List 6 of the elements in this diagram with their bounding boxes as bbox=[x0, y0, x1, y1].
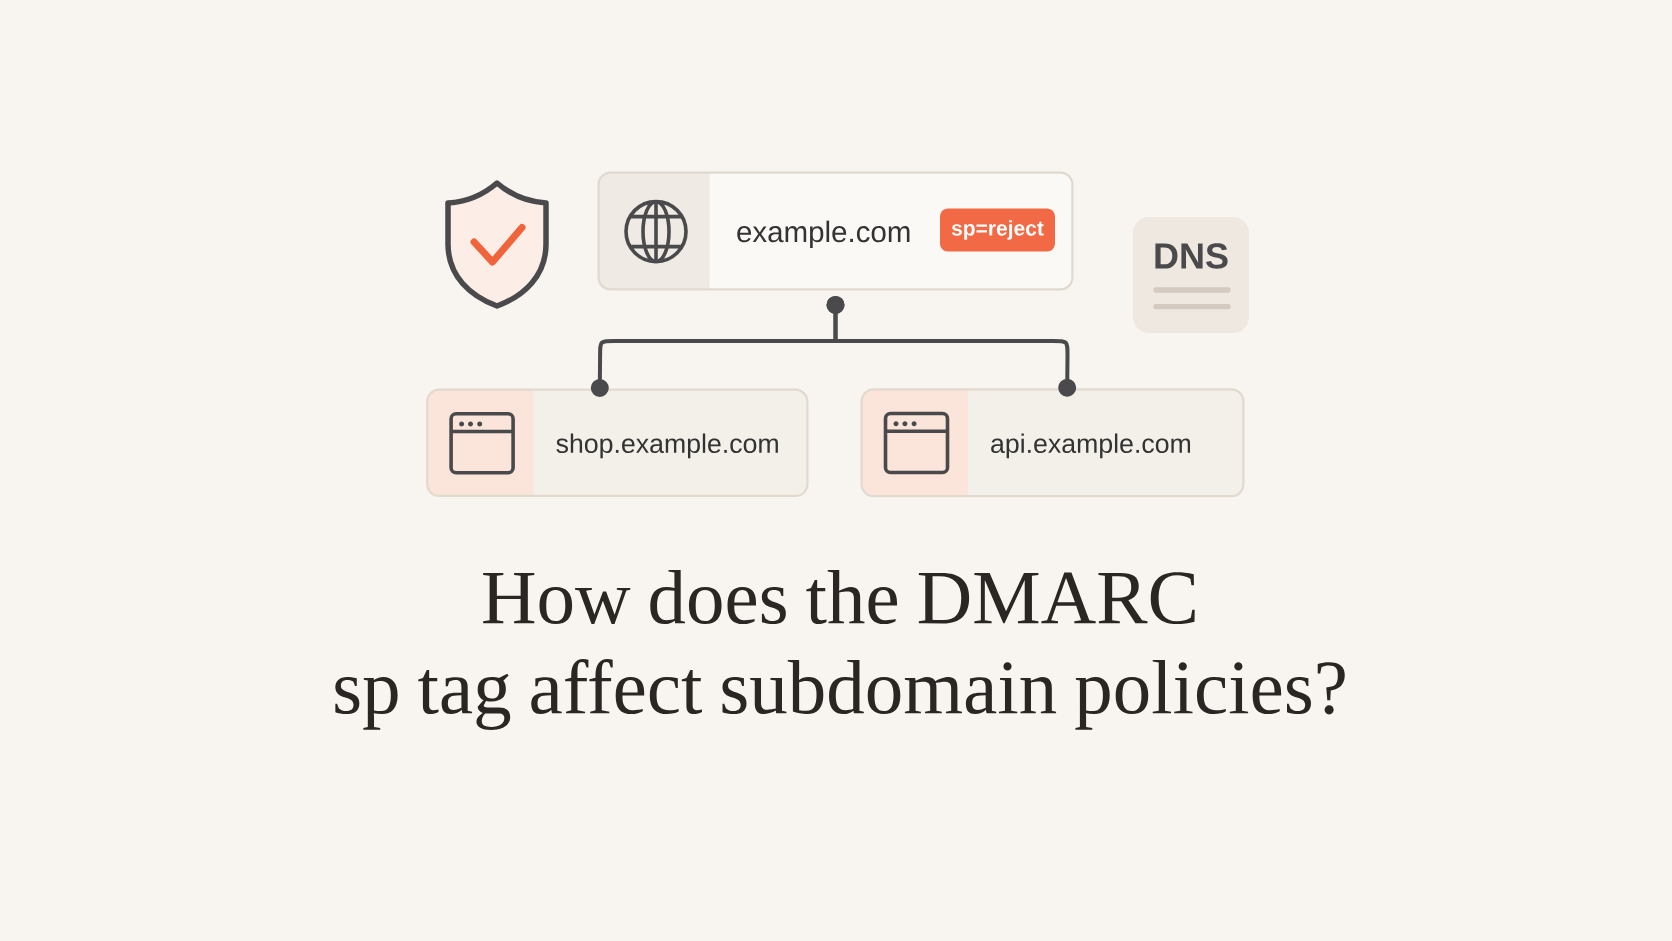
connector-line bbox=[826, 295, 1077, 397]
subdomain-box: api.example.com bbox=[860, 388, 1245, 498]
subdomain-box: shop.example.com bbox=[426, 388, 809, 498]
dns-tile: DNS bbox=[1133, 217, 1249, 333]
title: How does the DMARC sp tag affect subdomain policies? bbox=[335, 569, 1345, 730]
tag-badge: sp=reject bbox=[940, 208, 1055, 252]
